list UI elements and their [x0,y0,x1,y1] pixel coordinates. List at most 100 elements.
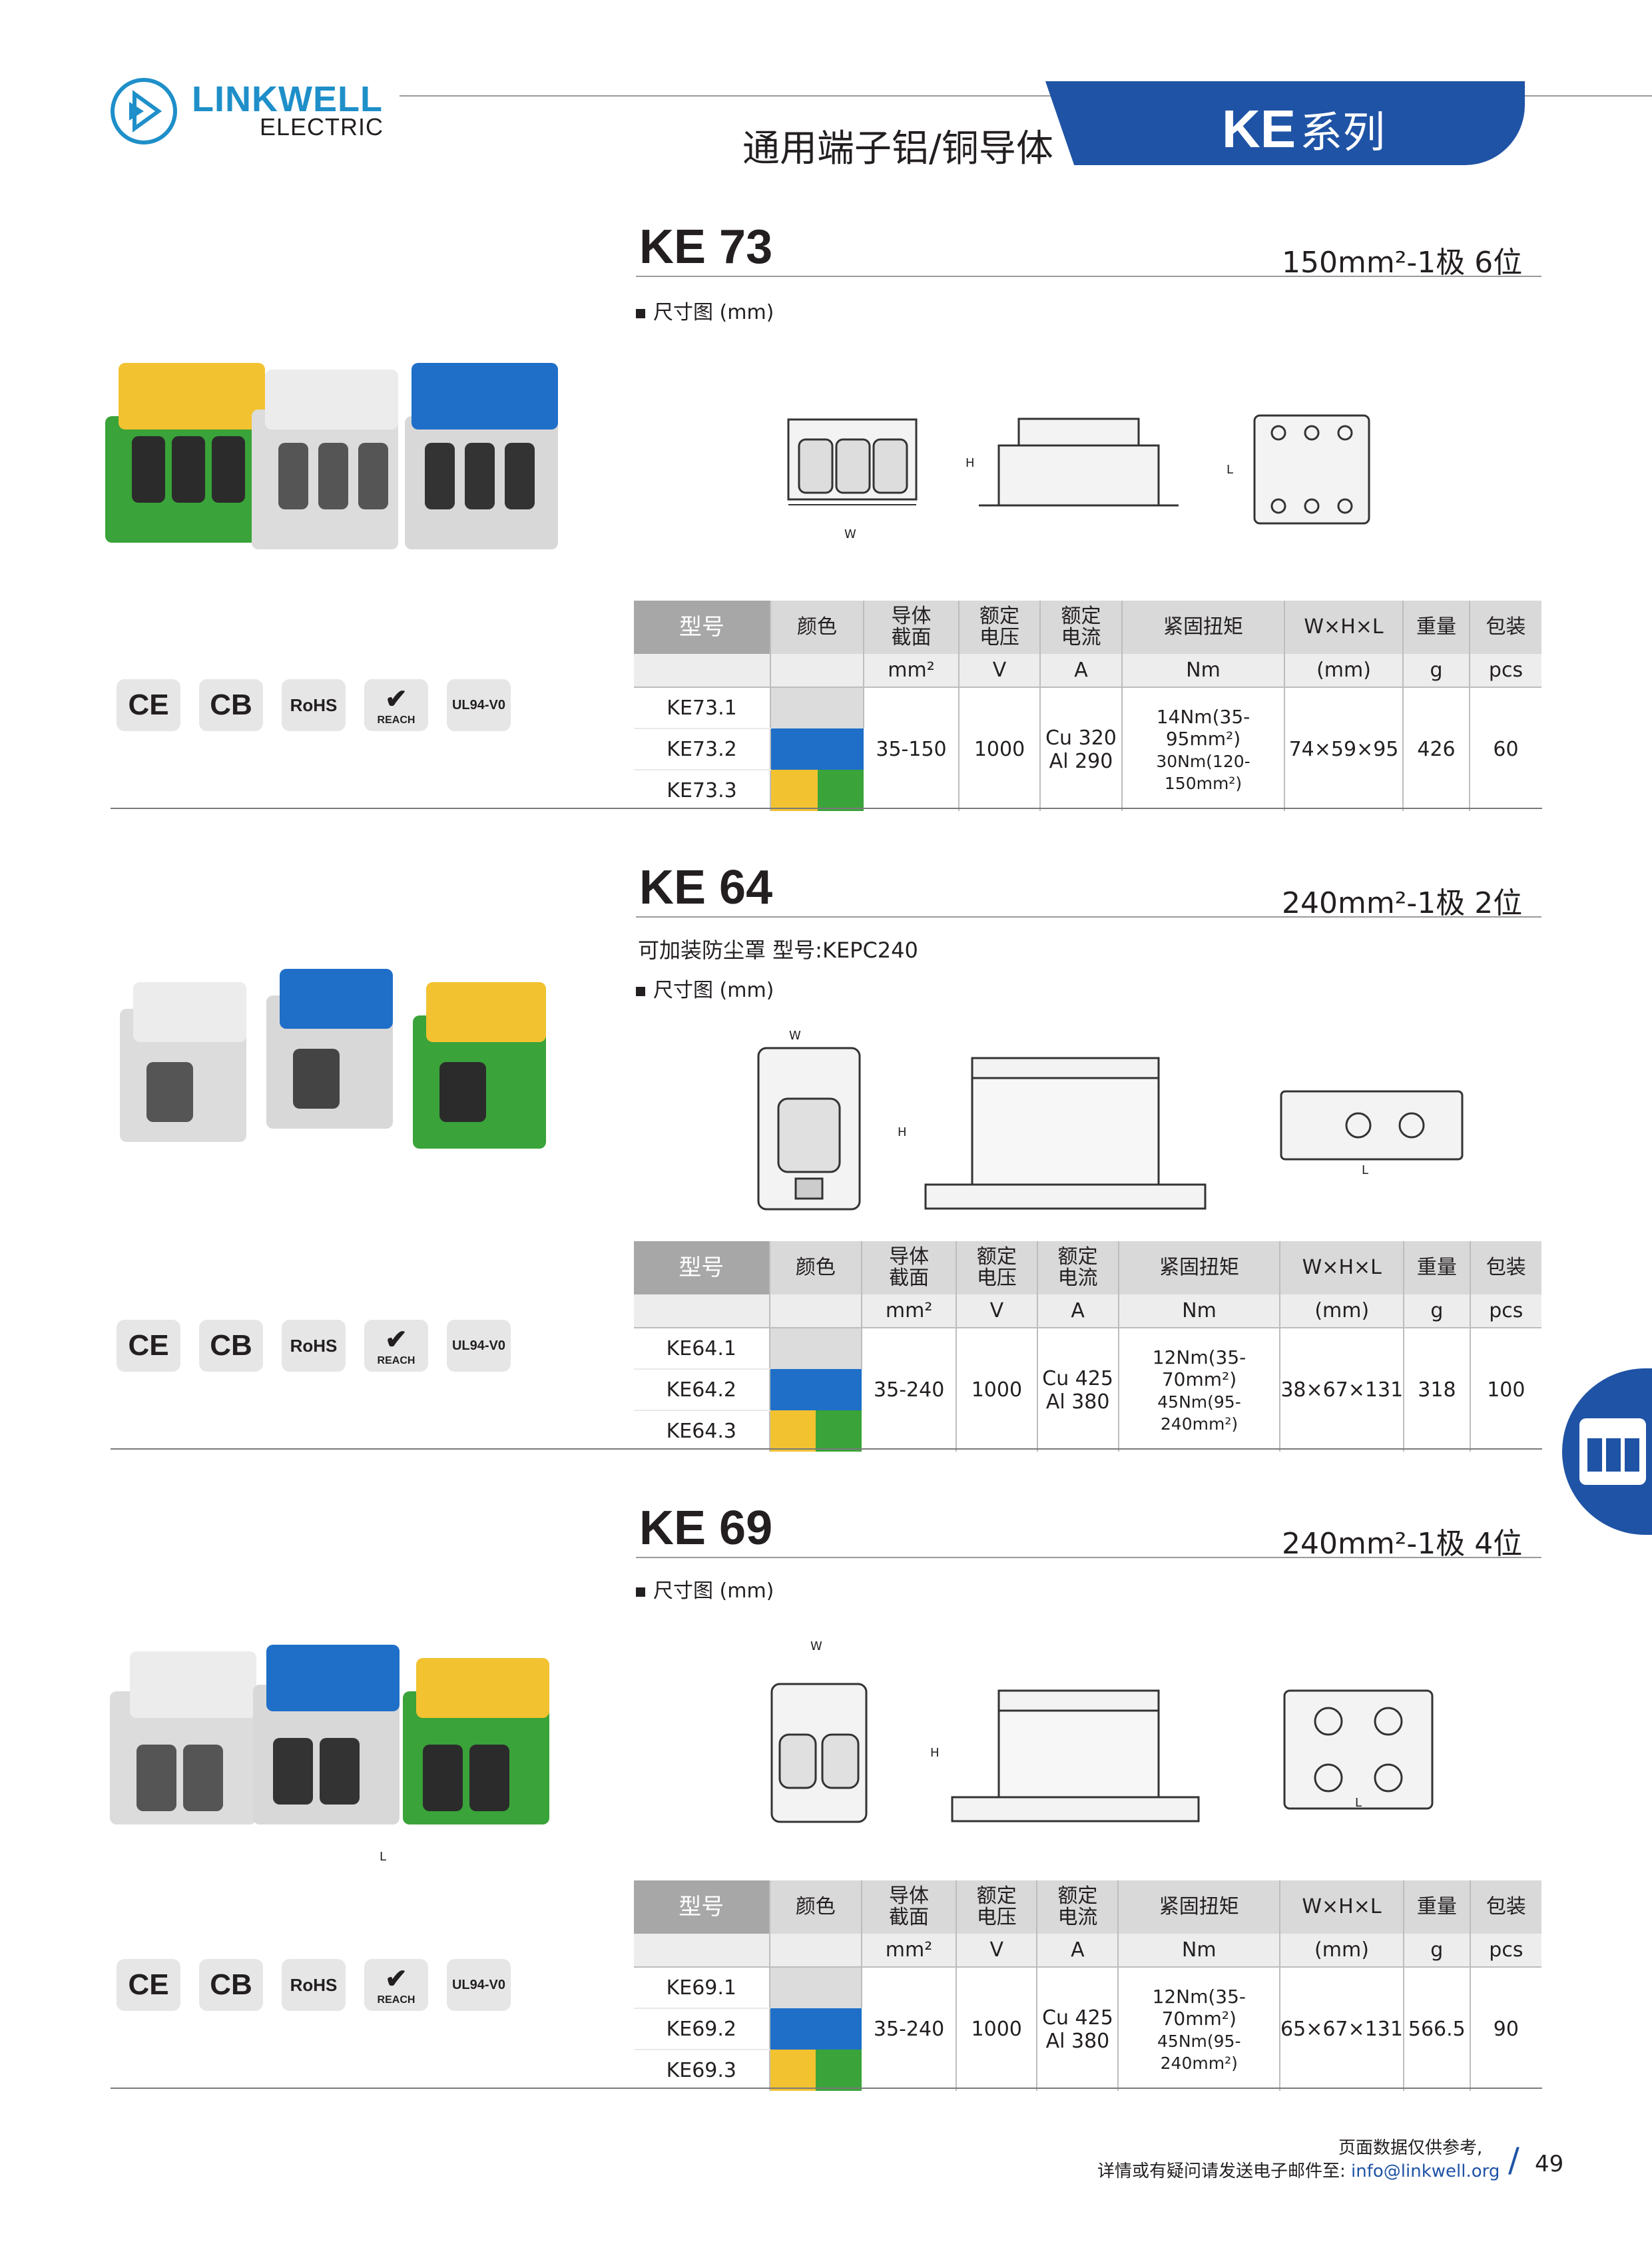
col-conductor: 导体截面 [862,1880,958,1934]
series-tab [1045,81,1525,165]
header-rule [400,95,1652,97]
page-number: 49 [1535,2151,1564,2177]
section-2-l-label: L [1362,1163,1369,1177]
swatch-blue [770,728,864,770]
section-1-side-view-drawing [979,416,1179,516]
ce-mark-icon: CE [117,1959,180,2011]
col-torque: 紧固扭矩 [1118,1241,1281,1294]
cb-mark-icon: CB [199,679,263,731]
variant-3: KE69.3 [634,2050,770,2091]
unit-conductor: mm² [864,654,960,688]
section-1-h-label: H [965,456,975,470]
unit-current: A [1037,1294,1119,1328]
section-2-top-view-drawing [1278,1089,1465,1162]
section-2-w-label: W [789,1029,801,1043]
section-2-model: KE 64 [639,861,773,914]
section-2-dimension-label: 尺寸图 (mm) [636,974,774,1003]
col-current: 额定电流 [1037,1241,1119,1294]
unit-voltage: V [959,654,1041,688]
variant-1: KE73.1 [634,687,771,729]
section-3-l-label: L [1355,1796,1362,1810]
section-3-spec: 240mm²-1极 4位 [1282,1527,1523,1561]
series-title: KE系列 [1222,99,1385,160]
variant-2: KE69.2 [634,2008,770,2050]
section-2-spec: 240mm²-1极 2位 [1282,886,1523,920]
bullet-icon [636,986,645,996]
section-2-bottom-rule [111,1448,1542,1450]
unit-torque: Nm [1118,1294,1281,1328]
col-dims: W×H×L [1280,1880,1404,1934]
section-1-w-label: W [844,527,856,541]
section-1-dimension-label: 尺寸图 (mm) [636,296,774,325]
pack-value: 100 [1487,1378,1525,1402]
section-2-side-view-drawing [919,1055,1212,1215]
footer-email-link[interactable]: info@linkwell.org [1351,2161,1500,2181]
footer-contact: 详情或有疑问请发送电子邮件至: info@linkwell.org [1097,2161,1500,2181]
unit-conductor: mm² [862,1934,958,1968]
unit-current: A [1040,654,1123,688]
swatch-grey [770,687,864,728]
section-3-bottom-rule [111,2088,1542,2089]
swatch-blue [769,2008,862,2050]
series-code: KE [1222,99,1296,158]
unit-torque: Nm [1118,1934,1281,1968]
ul94-v0-mark-icon: UL94-V0 [447,1320,511,1372]
conductor-value: 35-240 [862,1328,958,1452]
col-pack: 包装 [1470,1241,1541,1294]
section-2-front-view-drawing [756,1045,862,1212]
variant-1: KE69.1 [634,1967,770,2009]
unit-pack: pcs [1470,1294,1541,1328]
weight-value: 318 [1404,1328,1471,1452]
torque-value: 12Nm(35-70mm²)45Nm(95-240mm²) [1118,1328,1281,1452]
pack-value: 60 [1493,738,1519,761]
swatch-yellow-green [770,770,864,811]
section-3-dimension-label: 尺寸图 (mm) [636,1574,774,1603]
voltage-value: 1000 [956,1328,1038,1452]
col-current: 额定电流 [1037,1880,1119,1934]
col-torque: 紧固扭矩 [1118,1880,1281,1934]
side-category-tab[interactable] [1562,1368,1652,1535]
unit-conductor: mm² [862,1294,958,1328]
unit-weight: g [1403,654,1470,688]
col-color: 颜色 [769,1880,863,1934]
section-2-product-photo [107,969,573,1155]
page-divider-slash: / [1508,2141,1519,2179]
rohs-mark-icon: RoHS [282,1320,346,1372]
section-1-front-view-drawing [786,406,919,506]
voltage-value: 1000 [956,1967,1038,2091]
torque-value: 12Nm(35-70mm²)45Nm(95-240mm²) [1118,1967,1281,2091]
unit-torque: Nm [1122,654,1285,688]
col-current: 额定电流 [1040,601,1123,654]
variant-3: KE73.3 [634,770,771,811]
section-1-model: KE 73 [639,220,773,274]
weight-value: 566.5 [1403,1967,1471,2091]
swatch-yellow-green [770,2050,862,2091]
col-pack: 包装 [1470,601,1541,654]
unit-pack: pcs [1470,654,1541,688]
dims-value: 74×59×95 [1284,687,1404,811]
unit-weight: g [1403,1934,1471,1968]
swatch-blue [769,1369,862,1410]
ce-mark-icon: CE [117,1320,180,1372]
bullet-icon [636,308,645,318]
unit-voltage: V [956,1294,1038,1328]
col-pack: 包装 [1470,1880,1541,1934]
unit-dims: (mm) [1280,1934,1404,1968]
section-3-title-rule [636,1557,1541,1558]
section-3-w-label: W [810,1639,822,1653]
col-torque: 紧固扭矩 [1122,601,1285,654]
swatch-grey [769,1328,863,1369]
stray-l-label: L [380,1850,387,1864]
unit-pack: pcs [1470,1934,1541,1968]
section-1-certifications: CE CB RoHS ✔REACH UL94-V0 [117,679,511,731]
cb-mark-icon: CB [199,1320,263,1372]
pack-value: 90 [1493,2018,1519,2041]
ce-mark-icon: CE [117,679,180,731]
footer-disclaimer: 页面数据仅供参考, [1338,2138,1483,2158]
section-1-top-view-drawing [1252,413,1372,526]
col-model: 型号 [634,601,771,654]
variant-3: KE64.3 [634,1410,770,1452]
